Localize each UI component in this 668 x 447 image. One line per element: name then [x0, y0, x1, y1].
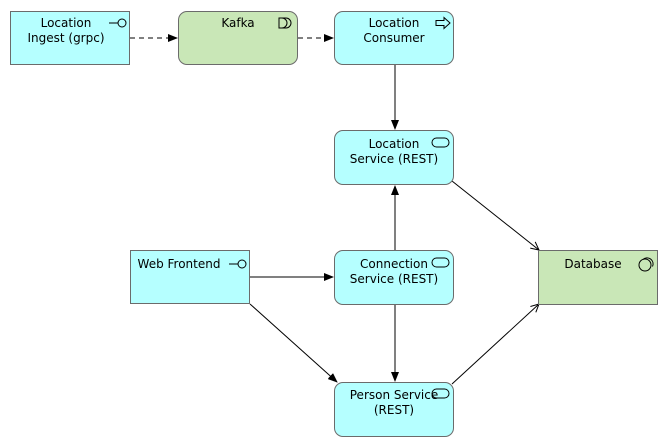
application-process-icon	[435, 16, 451, 30]
node-label: Location Ingest (grpc)	[27, 16, 105, 45]
application-interface-icon	[229, 259, 247, 269]
node-database[interactable]: Database	[538, 250, 658, 305]
edge-webfrontend-to-person-service	[249, 303, 338, 383]
edge-person-service-to-database	[451, 304, 539, 385]
node-label: Person Service (REST)	[349, 388, 439, 417]
node-location-consumer[interactable]: Location Consumer	[334, 11, 454, 65]
node-location-ingest[interactable]: Location Ingest (grpc)	[10, 11, 130, 65]
application-service-icon	[431, 257, 450, 268]
node-label: Location Service (REST)	[349, 137, 439, 166]
system-software-icon	[278, 17, 292, 29]
node-kafka[interactable]: Kafka	[178, 11, 298, 65]
application-service-icon	[431, 388, 450, 399]
node-label: Database	[564, 257, 622, 271]
application-service-icon	[431, 137, 450, 148]
node-web-frontend[interactable]: Web Frontend	[130, 250, 250, 304]
application-interface-icon	[109, 18, 127, 28]
edge-location-service-to-database	[451, 180, 539, 250]
node-person-service[interactable]: Person Service (REST)	[334, 382, 454, 437]
node-label: Connection Service (REST)	[349, 257, 439, 286]
node-label: Web Frontend	[137, 257, 221, 271]
node-label: Location Consumer	[363, 16, 425, 45]
node-location-service[interactable]: Location Service (REST)	[334, 130, 454, 185]
database-system-software-icon	[638, 257, 654, 272]
node-connection-service[interactable]: Connection Service (REST)	[334, 250, 454, 305]
node-label: Kafka	[221, 16, 255, 30]
